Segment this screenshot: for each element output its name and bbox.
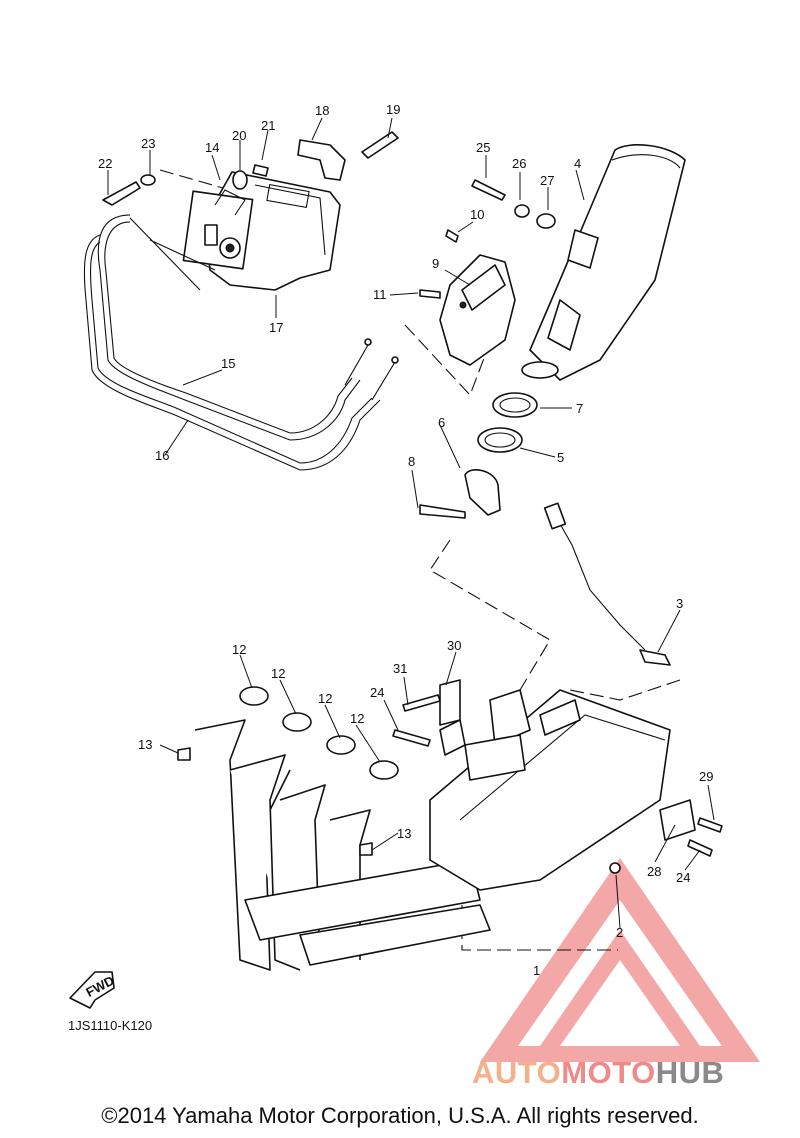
callout-31: 31 <box>393 661 407 676</box>
callout-21: 21 <box>261 118 275 133</box>
callout-5: 5 <box>557 450 564 465</box>
callout-3: 3 <box>676 596 683 611</box>
callout-13a: 13 <box>138 737 152 752</box>
callout-6: 6 <box>438 415 445 430</box>
callout-12d: 12 <box>350 711 364 726</box>
callout-1: 1 <box>533 963 540 978</box>
callout-12a: 12 <box>232 642 246 657</box>
callout-20: 20 <box>232 128 246 143</box>
callout-9: 9 <box>432 256 439 271</box>
callout-26: 26 <box>512 156 526 171</box>
callout-28: 28 <box>647 864 661 879</box>
callout-24a: 24 <box>370 685 384 700</box>
callout-7: 7 <box>576 401 583 416</box>
callout-29: 29 <box>699 769 713 784</box>
callout-2: 2 <box>616 925 623 940</box>
callout-24b: 24 <box>676 870 690 885</box>
logo-word-moto: MOTO <box>561 1055 656 1090</box>
exhaust-headers <box>177 686 491 971</box>
side-bolts <box>392 179 723 857</box>
heat-shield <box>439 254 516 366</box>
automotohub-logo-text: AUTOMOTOHUB <box>472 1055 724 1091</box>
callout-17: 17 <box>269 320 283 335</box>
callout-19: 19 <box>386 102 400 117</box>
callout-25: 25 <box>476 140 490 155</box>
callout-11: 11 <box>373 287 387 302</box>
callout-27: 27 <box>540 173 554 188</box>
o2-sensor <box>543 502 671 666</box>
fwd-arrow-icon: FWD <box>69 971 117 1009</box>
silencer-body <box>429 689 696 891</box>
drawing-code: 1JS1110-K120 <box>68 1018 153 1033</box>
leader-lines <box>107 117 715 929</box>
callout-23: 23 <box>141 136 155 151</box>
callout-numbers: 1 2 3 4 5 6 7 8 9 10 11 12 12 12 12 13 1… <box>98 102 713 978</box>
top-fasteners <box>102 131 399 206</box>
gaskets-and-clamps <box>419 392 538 519</box>
callout-13b: 13 <box>397 826 411 841</box>
callout-8: 8 <box>408 454 415 469</box>
logo-word-hub: HUB <box>655 1055 725 1090</box>
logo-word-auto: AUTO <box>472 1055 562 1090</box>
muffler <box>521 144 686 381</box>
throttle-cables <box>83 214 399 471</box>
copyright-notice: ©2014 Yamaha Motor Corporation, U.S.A. A… <box>101 1103 699 1128</box>
callout-4: 4 <box>574 156 581 171</box>
mount-bracket <box>439 679 461 726</box>
callout-30: 30 <box>447 638 461 653</box>
callout-18: 18 <box>315 103 329 118</box>
callout-16: 16 <box>155 448 169 463</box>
callout-22: 22 <box>98 156 112 171</box>
callout-15: 15 <box>221 356 235 371</box>
callout-12b: 12 <box>271 666 285 681</box>
callout-10: 10 <box>470 207 484 222</box>
ecu-bracket <box>182 171 341 291</box>
automotohub-logo-triangle <box>480 858 760 1062</box>
callout-12c: 12 <box>318 691 332 706</box>
callout-14: 14 <box>205 140 219 155</box>
